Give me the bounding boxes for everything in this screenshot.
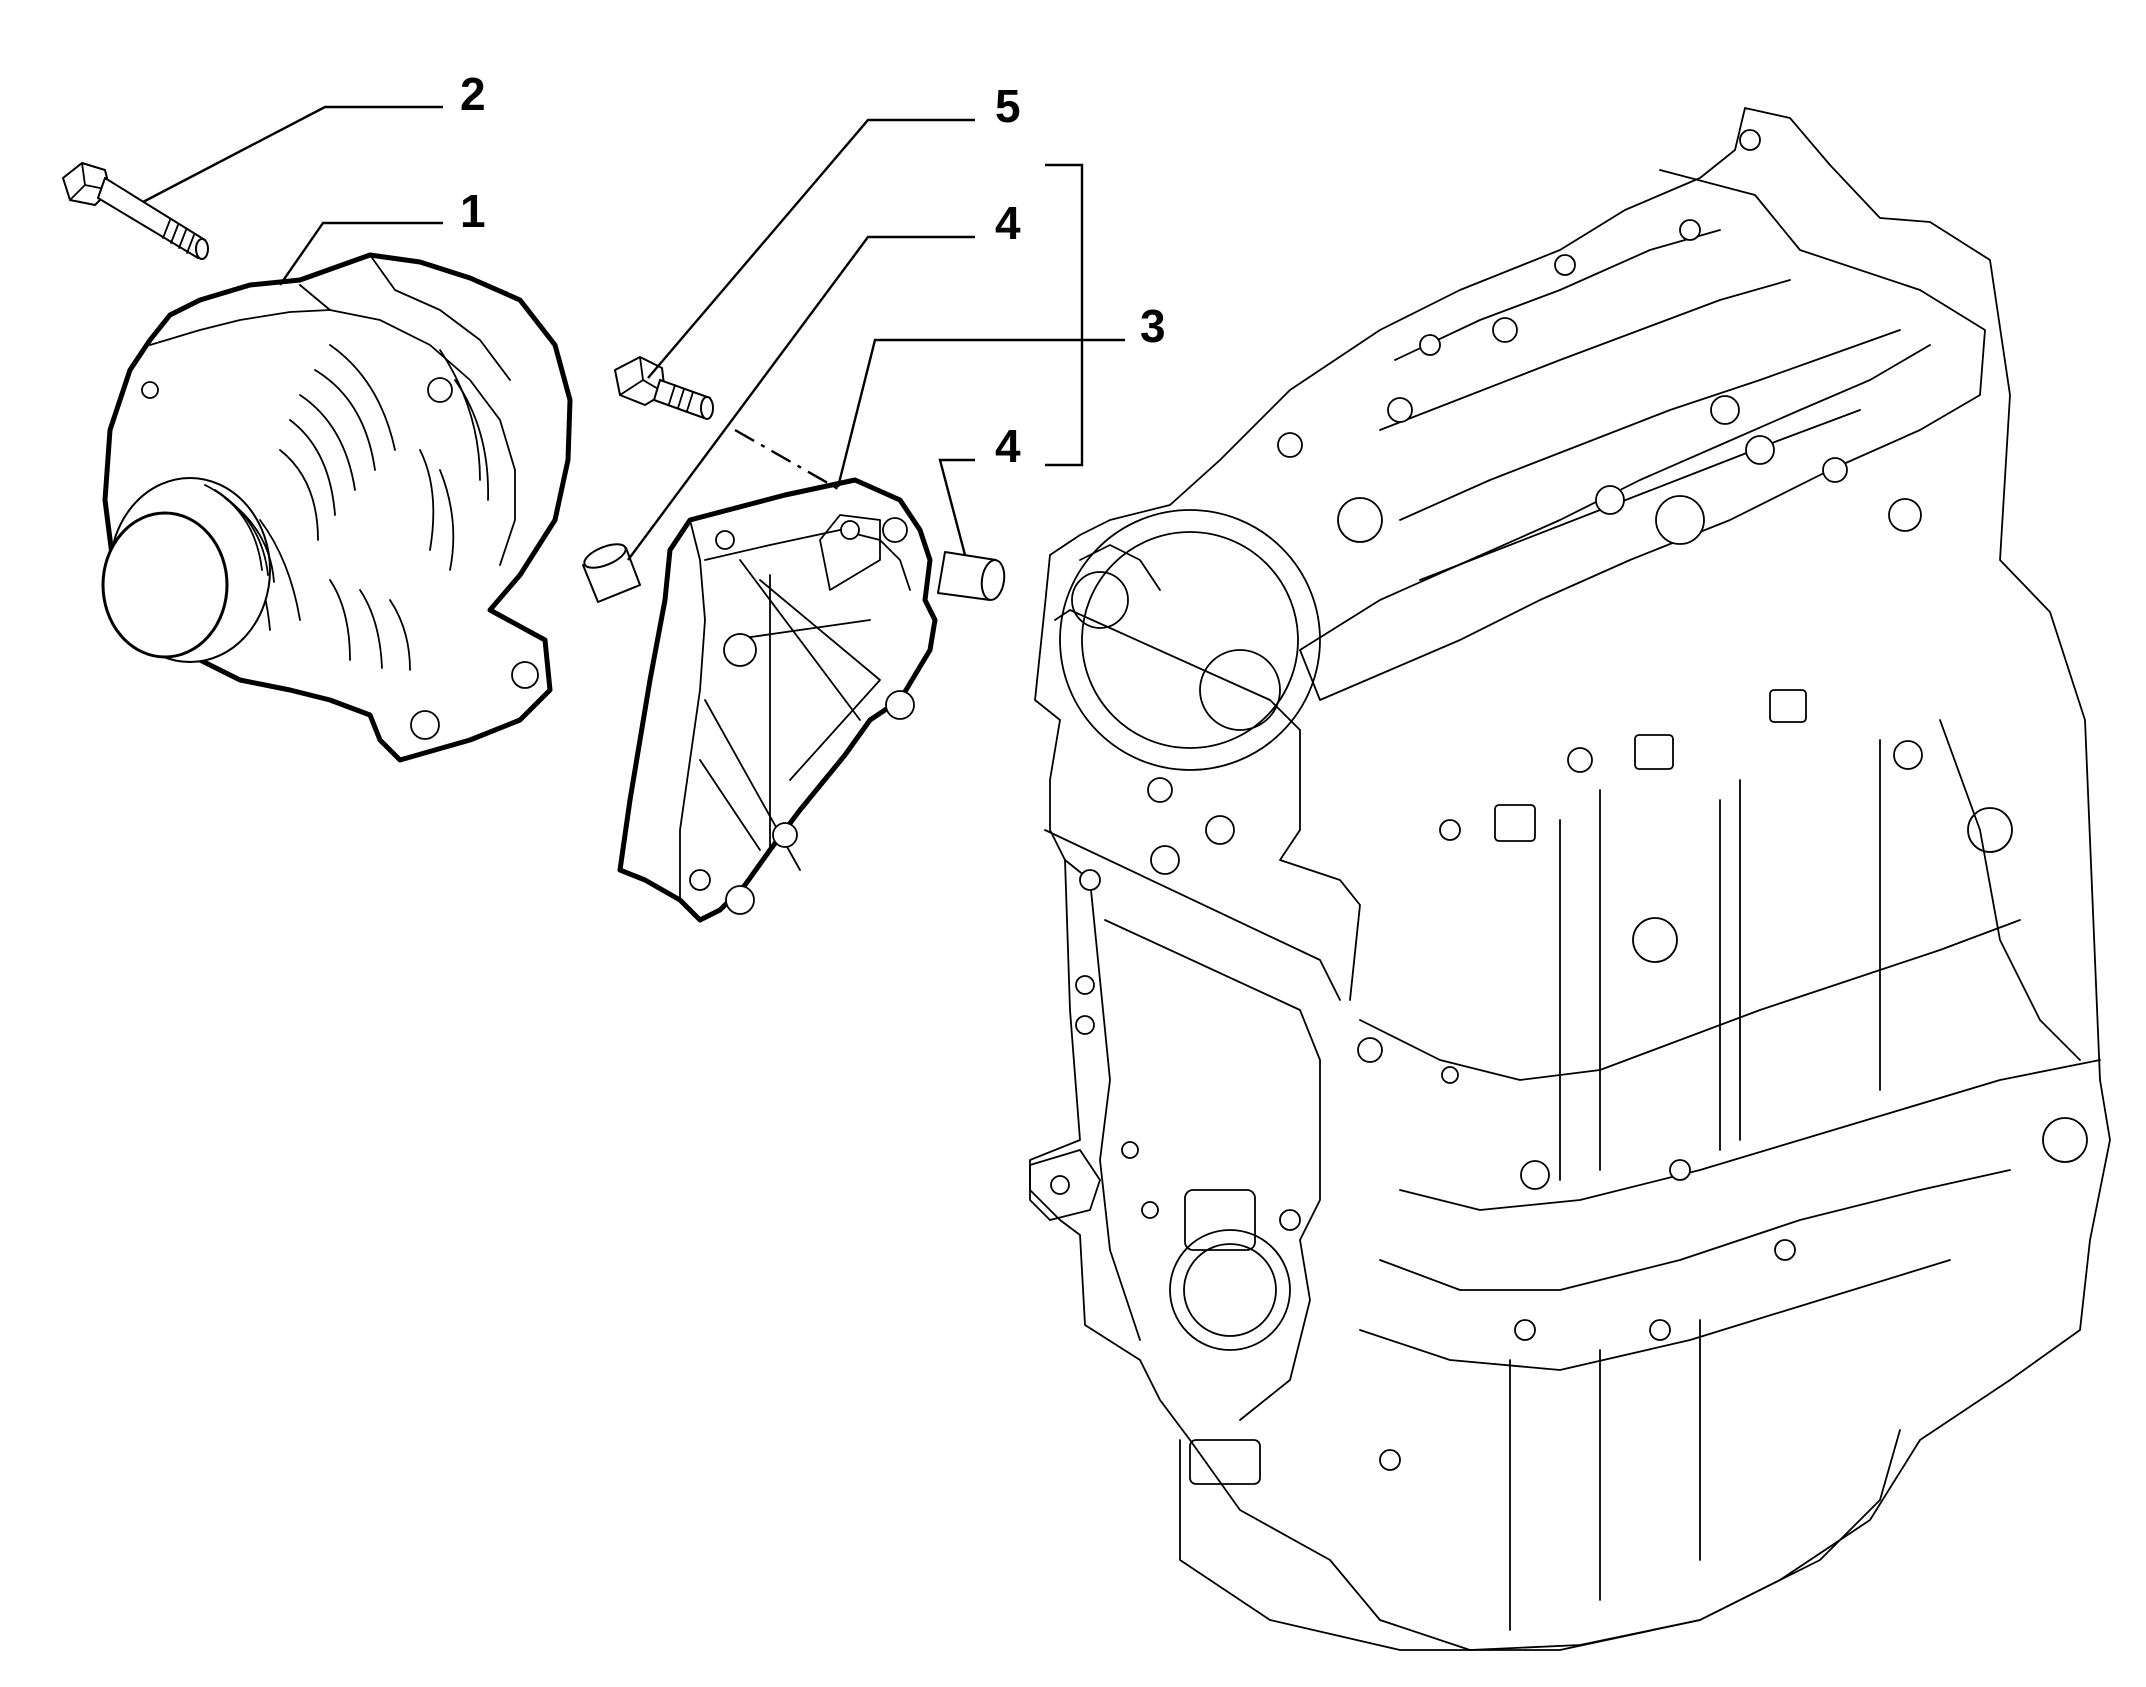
- bracket-group-3: [1045, 163, 1084, 467]
- leader-4a: [627, 235, 975, 561]
- callout-numbers: 2 1 5 4 3 4: [460, 68, 1166, 472]
- callout-4-upper: 4: [995, 197, 1021, 249]
- assembly-axis-line: [734, 428, 841, 492]
- engine-block: [1029, 107, 2111, 1651]
- leader-5: [647, 118, 975, 379]
- leader-4b: [938, 458, 975, 556]
- leader-lines: [142, 105, 1125, 561]
- bolt-bracket[interactable]: [614, 356, 714, 420]
- bolt-alternator[interactable]: [62, 162, 209, 260]
- callout-2: 2: [460, 68, 486, 120]
- leader-2: [142, 105, 443, 204]
- dowel-right[interactable]: [937, 551, 1007, 601]
- leader-1: [279, 221, 443, 286]
- alternator[interactable]: [101, 252, 573, 763]
- callout-1: 1: [460, 185, 486, 237]
- alternator-bracket[interactable]: [617, 477, 938, 923]
- callout-5: 5: [995, 80, 1021, 132]
- callout-4-lower: 4: [995, 420, 1021, 472]
- leader-3: [836, 338, 1125, 488]
- callout-3: 3: [1140, 300, 1166, 352]
- dowel-left[interactable]: [581, 539, 641, 603]
